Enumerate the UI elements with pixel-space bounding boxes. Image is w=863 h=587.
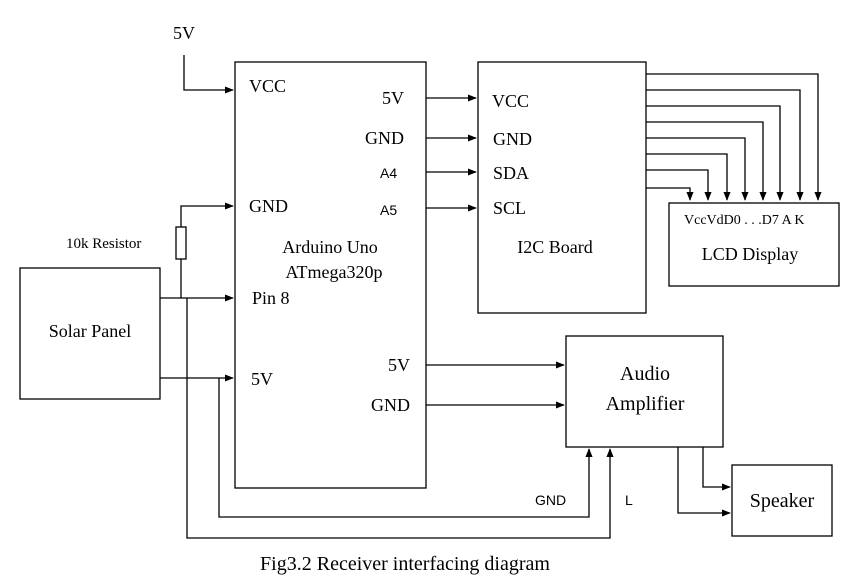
arduino-name-line1: Arduino Uno (282, 237, 378, 257)
arduino-audio-5v-label: 5V (388, 355, 410, 375)
arduino-5v-in-label: 5V (251, 369, 273, 389)
solar-panel-block (19, 267, 161, 400)
audio-amplifier-block (565, 335, 724, 448)
solar-panel-label: Solar Panel (49, 321, 132, 341)
arduino-gnd-out-label: GND (365, 128, 404, 148)
i2c-gnd-label: GND (493, 129, 532, 149)
lcd-display-block (668, 202, 840, 287)
i2c-scl-label: SCL (493, 198, 526, 218)
i2c-vcc-label: VCC (492, 91, 529, 111)
speaker-wire (702, 447, 731, 491)
i2c-sda-label: SDA (493, 163, 529, 183)
supply-label: 5V (173, 23, 195, 43)
lcd-wire (646, 169, 712, 201)
feedback-l-label: L (625, 492, 633, 508)
arduino-pin8-label: Pin 8 (252, 288, 290, 308)
resistor-to-gnd-wire (180, 202, 234, 227)
arduino-vcc-label: VCC (249, 76, 286, 96)
lcd-wire (646, 187, 694, 201)
feedback-gnd-label: GND (535, 492, 566, 508)
resistor-symbol (175, 226, 187, 260)
arduino-a4-label: A4 (380, 165, 397, 181)
lcd-wire (646, 137, 749, 201)
amplifier-line2: Amplifier (606, 393, 685, 415)
lcd-pins-label: VccVdD0 . . .D7 A K (684, 213, 805, 228)
arduino-gnd-in-label: GND (249, 196, 288, 216)
feedback-l-wire (186, 298, 614, 539)
lcd-wire (646, 153, 731, 201)
feedback-gnd-wire (218, 378, 593, 518)
lcd-wire (646, 89, 804, 201)
lcd-wire (646, 105, 784, 201)
lcd-wire (646, 73, 822, 201)
speaker-label: Speaker (750, 490, 815, 512)
speaker-block (731, 464, 833, 537)
arduino-a5-label: A5 (380, 202, 397, 218)
amplifier-line1: Audio (620, 363, 670, 385)
lcd-name-label: LCD Display (702, 244, 799, 264)
arduino-name-line2: ATmega320p (286, 262, 383, 282)
i2c-name-label: I2C Board (517, 237, 593, 257)
figure-caption: Fig3.2 Receiver interfacing diagram (260, 553, 550, 575)
supply-wire (183, 55, 234, 94)
arduino-block (234, 61, 427, 489)
arduino-5v-out-label: 5V (382, 88, 404, 108)
lcd-wire (646, 121, 767, 201)
arduino-audio-gnd-label: GND (371, 395, 410, 415)
resistor-label: 10k Resistor (66, 236, 141, 252)
speaker-wire (677, 447, 731, 517)
